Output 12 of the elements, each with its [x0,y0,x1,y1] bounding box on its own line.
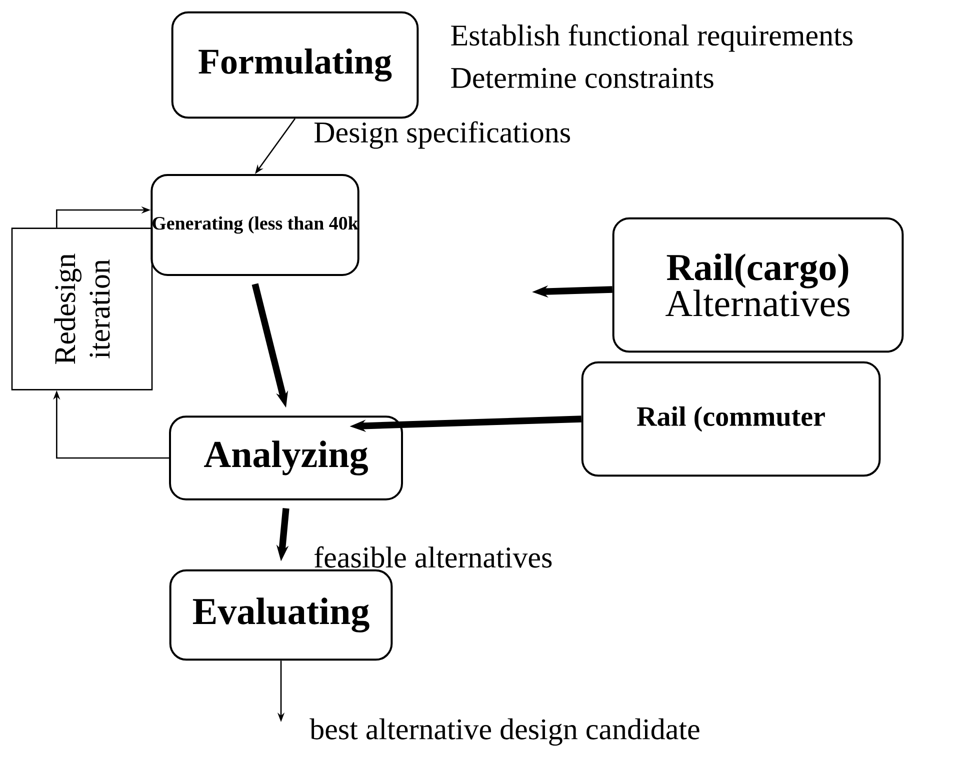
edge-label: Design specifications [312,120,572,150]
note-text: Determine constraints [451,68,714,88]
input-box: Rail (commuter [581,361,881,477]
input-box: Rail(cargo) Alternatives [612,217,904,353]
edge-label: best alternative design candidate [308,717,702,747]
process-box: Analyzing [169,416,403,500]
process-box: Evaluating [169,569,393,661]
note-text: Establish functional requirements [451,24,852,52]
process-box: Generating (less than 40k [150,174,360,276]
edge-label: feasible alternatives [312,544,554,570]
process-box: Formulating [171,11,419,119]
loop-box: Redesign iteration [11,228,153,390]
